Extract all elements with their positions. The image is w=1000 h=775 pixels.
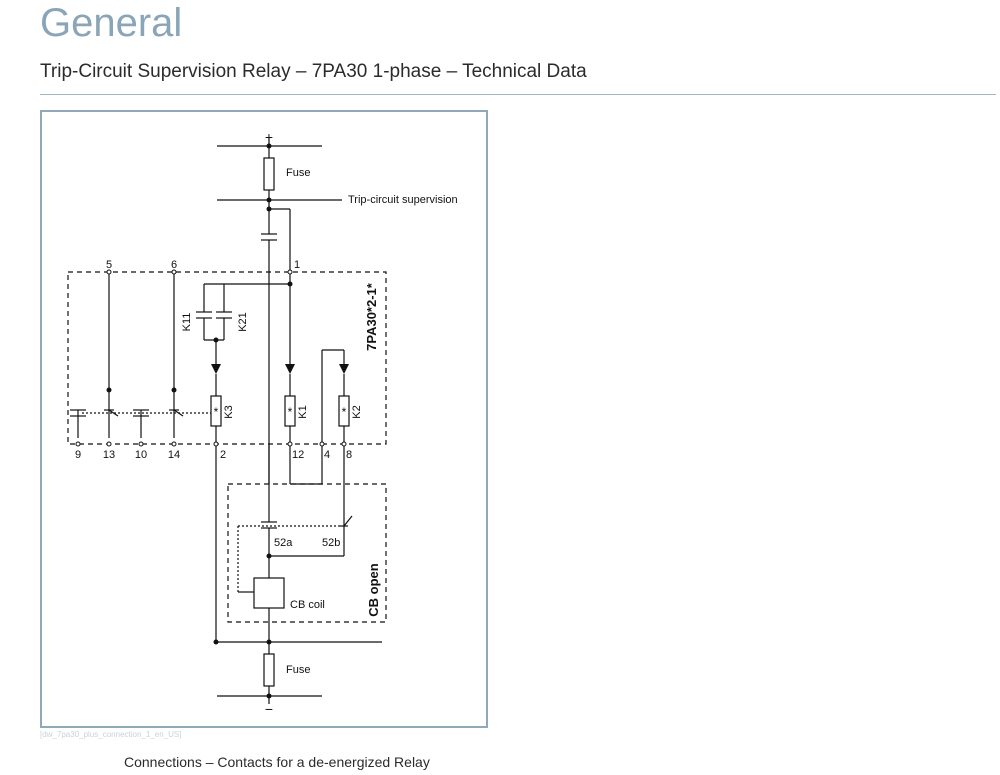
- terminal-4: 4: [324, 449, 330, 461]
- terminal-10: 10: [135, 449, 147, 461]
- page-subtitle: Trip-Circuit Supervision Relay – 7PA30 1…: [40, 61, 587, 82]
- bottom-fuse: [263, 653, 275, 687]
- caption-text: Connections – Contacts for a de-energize…: [124, 754, 430, 770]
- terminal-8: 8: [346, 449, 352, 461]
- k3-label: K3: [223, 405, 235, 418]
- minus-symbol: −: [265, 701, 273, 717]
- page-title: General: [40, 1, 183, 45]
- diagram-frame: + Fuse Trip-circuit supervision 5 6 1 K1…: [40, 110, 488, 728]
- bottom-fuse-label: Fuse: [286, 664, 310, 676]
- terminal-6: 6: [171, 259, 177, 271]
- k11-label: K11: [181, 313, 193, 332]
- terminal-markers: [75, 269, 347, 447]
- tcs-label: Trip-circuit supervision: [348, 194, 458, 206]
- terminal-2: 2: [220, 449, 226, 461]
- k21-label: K21: [237, 312, 249, 332]
- terminal-1: 1: [294, 259, 300, 271]
- connection-diagram: + Fuse Trip-circuit supervision 5 6 1 K1…: [67, 129, 458, 717]
- cb-open-label: CB open: [366, 563, 381, 617]
- k3-star: *: [214, 405, 219, 419]
- cb-coil-label: CB coil: [290, 599, 325, 611]
- k1-label: K1: [297, 405, 309, 418]
- figure-caption: Connections – Contacts for a de-energize…: [110, 754, 430, 770]
- device-label: 7PA30*2-1*: [364, 282, 379, 351]
- terminal-12: 12: [292, 449, 304, 461]
- top-fuse: [263, 157, 275, 191]
- terminal-5: 5: [106, 259, 112, 271]
- cb-coil-box: [253, 577, 285, 609]
- diodes: [211, 364, 349, 374]
- top-fuse-label: Fuse: [286, 167, 310, 179]
- plus-symbol: +: [265, 129, 273, 145]
- contact-52a-label: 52a: [274, 537, 293, 549]
- device-dashed-box: [67, 271, 387, 445]
- figure-id: [dw_7pa30_plus_connection_1_en_US]: [40, 730, 182, 739]
- header-divider: [40, 94, 996, 95]
- junction-dots: [106, 143, 293, 699]
- k2-label: K2: [351, 405, 363, 418]
- contact-52b-label: 52b: [322, 537, 340, 549]
- k1-star: *: [288, 405, 293, 419]
- cb-open-dashed-box: [227, 483, 387, 623]
- terminal-9: 9: [75, 449, 81, 461]
- k2-star: *: [342, 405, 347, 419]
- terminal-13: 13: [103, 449, 115, 461]
- terminal-14: 14: [168, 449, 180, 461]
